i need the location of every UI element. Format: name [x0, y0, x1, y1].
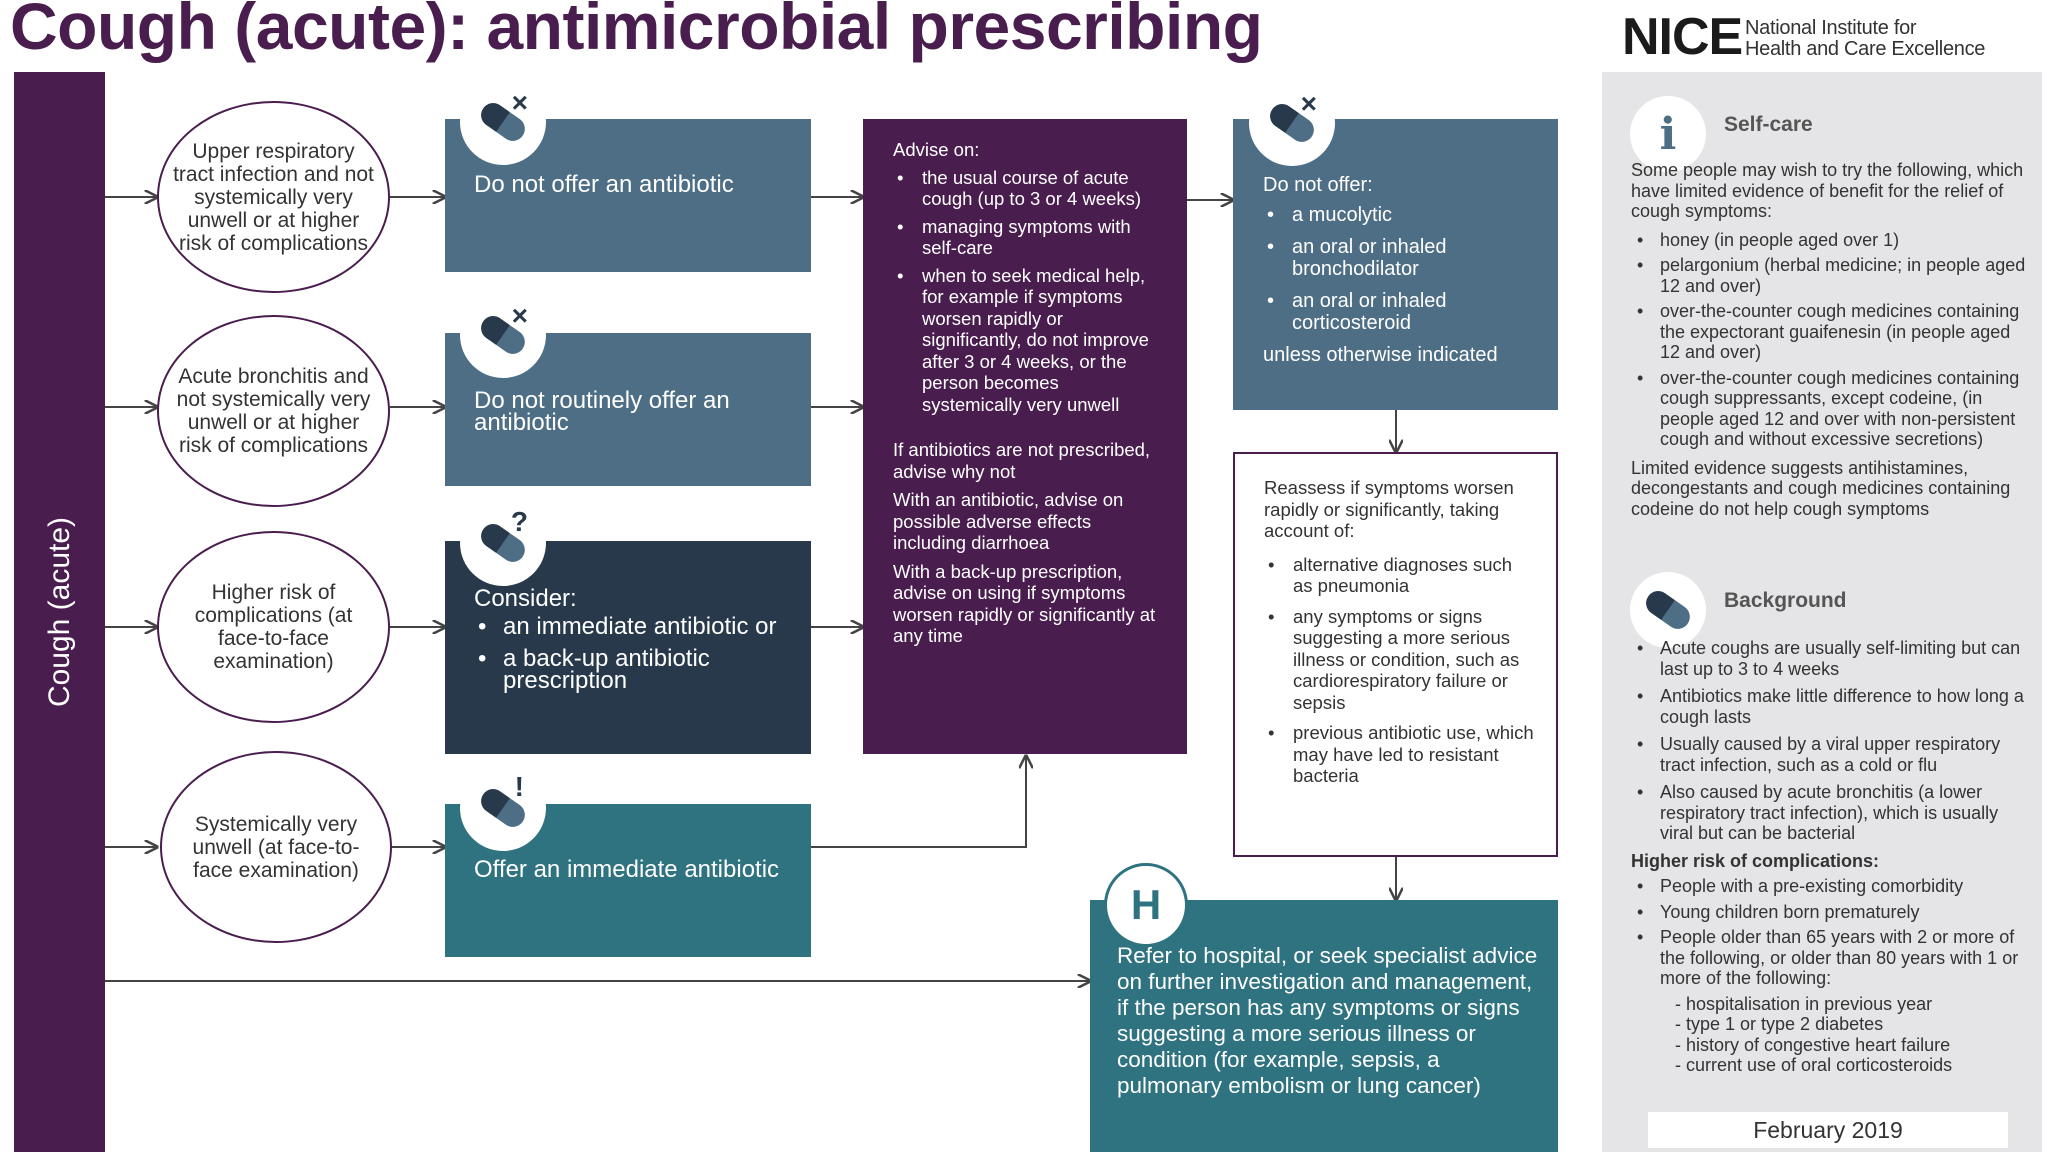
advice-backup: With a back-up prescription, advise on u…: [893, 560, 1156, 647]
do-not-offer-item: an oral or inhaled corticosteroid: [1263, 290, 1538, 334]
condition-urti: Upper respiratory tract infection and no…: [157, 101, 390, 293]
selfcare-list: honey (in people aged over 1) pelargoniu…: [1631, 230, 2026, 450]
do-not-offer-box: Do not offer: a mucolytic an oral or inh…: [1233, 119, 1558, 410]
advice-no-antibiotic: If antibiotics are not prescribed, advis…: [893, 439, 1151, 482]
refer-box: Refer to hospital, or seek specialist ad…: [1090, 900, 1558, 1152]
selfcare-heading: Self-care: [1724, 113, 1813, 136]
advice-item: the usual course of acute cough (up to 3…: [893, 167, 1163, 210]
higher-risk-sub-item: - type 1 or type 2 diabetes: [1675, 1014, 1884, 1034]
hospital-icon: H: [1104, 863, 1188, 947]
refer-text: Refer to hospital, or seek specialist ad…: [1117, 943, 1538, 1098]
background-item: Also caused by acute bronchitis (a lower…: [1631, 782, 2031, 844]
selfcare-item: honey (in people aged over 1): [1631, 230, 2026, 251]
do-not-offer-item: a mucolytic: [1263, 204, 1538, 226]
higher-risk-heading: Higher risk of complications:: [1631, 850, 1880, 871]
background-pill-icon: [1630, 572, 1706, 648]
reassess-box: Reassess if symptoms worsen rapidly or s…: [1233, 452, 1558, 857]
higher-risk-sub-item: - current use of oral corticosteroids: [1675, 1055, 1953, 1075]
consider-list: an immediate antibiotic or a back-up ant…: [474, 615, 791, 693]
selfcare-limited-evidence: Limited evidence suggests antihistamines…: [1631, 457, 2011, 519]
consider-item: a back-up antibiotic prescription: [474, 647, 791, 693]
higher-risk-item: People older than 65 years with 2 or mor…: [1631, 927, 2031, 989]
no-medicine-pill-icon: ×: [1249, 80, 1335, 166]
higher-risk-item: Young children born prematurely: [1631, 902, 2031, 923]
question-pill-icon: ?: [460, 500, 546, 586]
advice-box: Advise on: the usual course of acute cou…: [863, 119, 1187, 754]
exclaim-pill-icon: !: [460, 765, 546, 851]
do-not-offer-item: an oral or inhaled bronchodilator: [1263, 236, 1538, 280]
higher-risk-item: People with a pre-existing comorbidity: [1631, 876, 2031, 897]
publication-date: February 2019: [1648, 1112, 2008, 1148]
background-heading: Background: [1724, 589, 1847, 612]
selfcare-item: over-the-counter cough medicines contain…: [1631, 301, 2026, 363]
advice-item: managing symptoms with self-care: [893, 216, 1163, 259]
selfcare-item: pelargonium (herbal medicine; in people …: [1631, 255, 2026, 296]
higher-risk-sub-item: - history of congestive heart failure: [1675, 1034, 1951, 1055]
consider-heading: Consider:: [474, 585, 577, 612]
do-not-offer-list: a mucolytic an oral or inhaled bronchodi…: [1263, 204, 1538, 334]
sidebar-label-bar: Cough (acute): [14, 72, 105, 1152]
reassess-item: alternative diagnoses such as pneumonia: [1264, 554, 1534, 597]
consider-item: an immediate antibiotic or: [474, 615, 791, 639]
decision-not-routinely-text: Do not routinely offer an antibiotic: [474, 387, 730, 436]
reassess-heading: Reassess if symptoms worsen rapidly or s…: [1264, 477, 1514, 541]
background-item: Antibiotics make little difference to ho…: [1631, 686, 2031, 727]
condition-acute-bronchitis: Acute bronchitis and not systemically ve…: [157, 315, 390, 507]
no-antibiotic-pill-icon-2: ×: [460, 292, 546, 378]
advice-heading: Advise on:: [893, 139, 980, 160]
do-not-offer-footer: unless otherwise indicated: [1263, 344, 1498, 366]
higher-risk-sub-item: - hospitalisation in previous year: [1675, 993, 1933, 1014]
selfcare-content: Some people may wish to try the followin…: [1631, 160, 2026, 519]
reassess-list: alternative diagnoses such as pneumonia …: [1264, 554, 1534, 787]
background-item: Acute coughs are usually self-limiting b…: [1631, 638, 2031, 679]
background-list: Acute coughs are usually self-limiting b…: [1631, 638, 2031, 844]
info-icon: i: [1630, 96, 1706, 172]
reassess-item: any symptoms or signs suggesting a more …: [1264, 606, 1534, 714]
reassess-item: previous antibiotic use, which may have …: [1264, 722, 1534, 787]
advice-list: the usual course of acute cough (up to 3…: [893, 167, 1163, 416]
logo-wordmark: NICE: [1622, 8, 1743, 66]
decision-no-antibiotic-text: Do not offer an antibiotic: [474, 171, 734, 198]
advice-item: when to seek medical help, for example i…: [893, 265, 1163, 416]
no-antibiotic-pill-icon: ×: [460, 79, 546, 165]
advice-adverse-effects: With an antibiotic, advise on possible a…: [893, 489, 1124, 553]
decision-immediate-text: Offer an immediate antibiotic: [474, 856, 780, 883]
page-title: Cough (acute): antimicrobial prescribing: [10, 0, 1263, 63]
condition-systemically-unwell: Systemically very unwell (at face-to-fac…: [160, 751, 392, 943]
selfcare-intro: Some people may wish to try the followin…: [1631, 160, 2024, 221]
background-content: Acute coughs are usually self-limiting b…: [1631, 638, 2031, 1076]
background-item: Usually caused by a viral upper respirat…: [1631, 734, 2031, 775]
condition-higher-risk: Higher risk of complications (at face-to…: [157, 531, 390, 723]
higher-risk-list: People with a pre-existing comorbidity Y…: [1631, 876, 2031, 989]
selfcare-item: over-the-counter cough medicines contain…: [1631, 368, 2026, 450]
do-not-offer-heading: Do not offer:: [1263, 174, 1373, 196]
